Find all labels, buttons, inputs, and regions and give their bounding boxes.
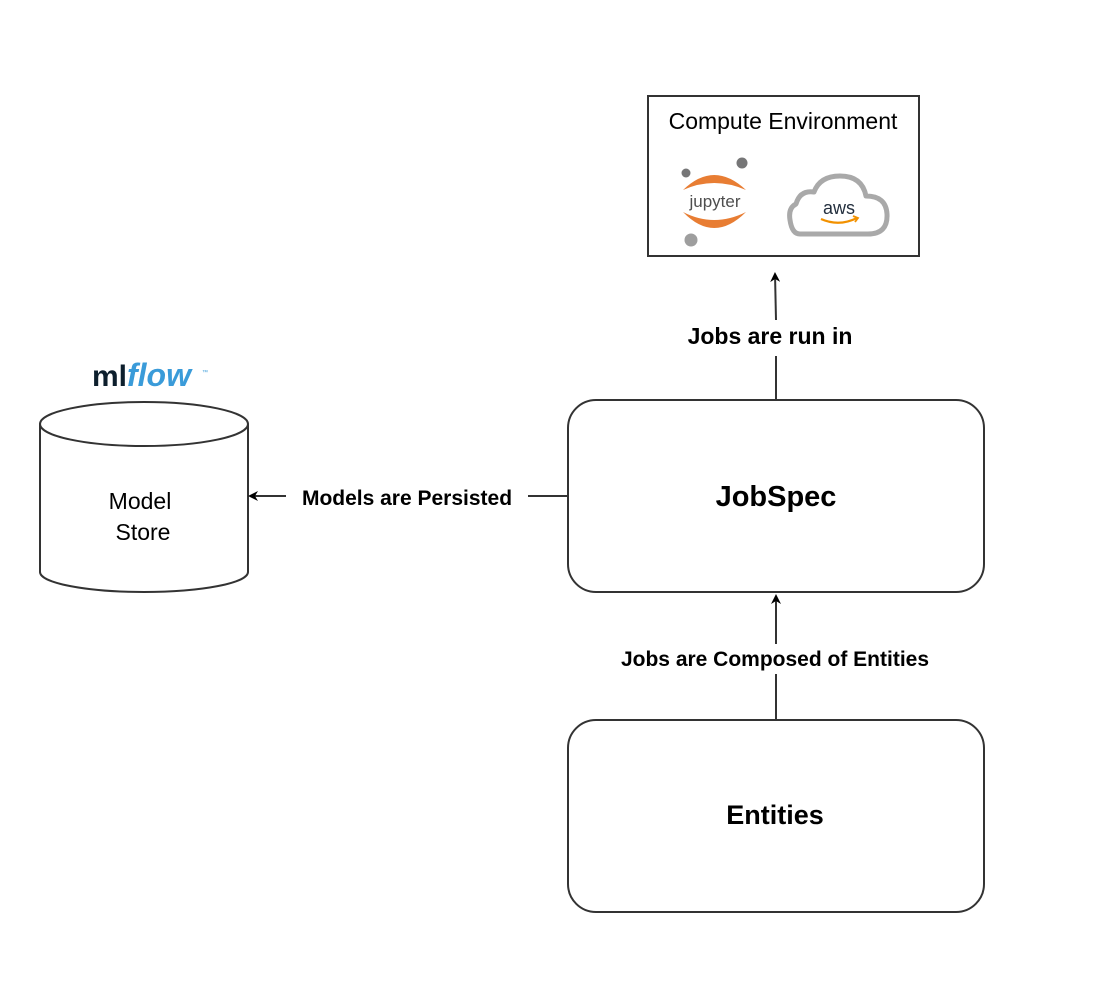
cylinder-top (39, 401, 249, 447)
edge-jobs-composed[interactable]: Jobs are Composed of Entities (621, 594, 929, 720)
entities-box (567, 719, 985, 913)
entities-label: Entities (726, 800, 824, 830)
mlflow-tm-text: ™ (202, 369, 208, 376)
edge-label-models-persisted: Models are Persisted (302, 487, 512, 510)
jupyter-label: jupyter (688, 192, 740, 211)
model-store-node[interactable]: Model Store (39, 401, 249, 593)
edge-label-jobs-run-in: Jobs are run in (688, 323, 853, 349)
jupyter-logo-icon: jupyter (681, 157, 748, 247)
jobspec-node[interactable]: JobSpec (567, 399, 985, 593)
model-store-label-line2: Store (116, 519, 171, 545)
entities-node[interactable]: Entities (567, 719, 985, 913)
aws-cloud-icon: aws (787, 173, 890, 237)
mlflow-flow-text: flow (127, 357, 193, 393)
aws-label: aws (823, 198, 855, 218)
jobspec-label: JobSpec (716, 481, 837, 513)
mlflow-ml-text: ml (92, 360, 127, 393)
edge-jobs-run-in[interactable]: Jobs are run in (688, 272, 853, 400)
model-store-label-line1: Model (109, 488, 172, 514)
edge-models-persisted[interactable]: Models are Persisted (248, 487, 568, 510)
compute-environment-title: Compute Environment (669, 108, 898, 134)
jobspec-box (567, 399, 985, 593)
mlflow-logo-icon: ml flow ™ (92, 357, 208, 393)
edge-label-jobs-composed: Jobs are Composed of Entities (621, 648, 929, 671)
compute-environment-box (647, 95, 920, 257)
edge-line-upper (770, 272, 781, 321)
compute-environment-node[interactable]: Compute Environment jupyter aws (647, 95, 920, 257)
cylinder-body (39, 424, 249, 593)
